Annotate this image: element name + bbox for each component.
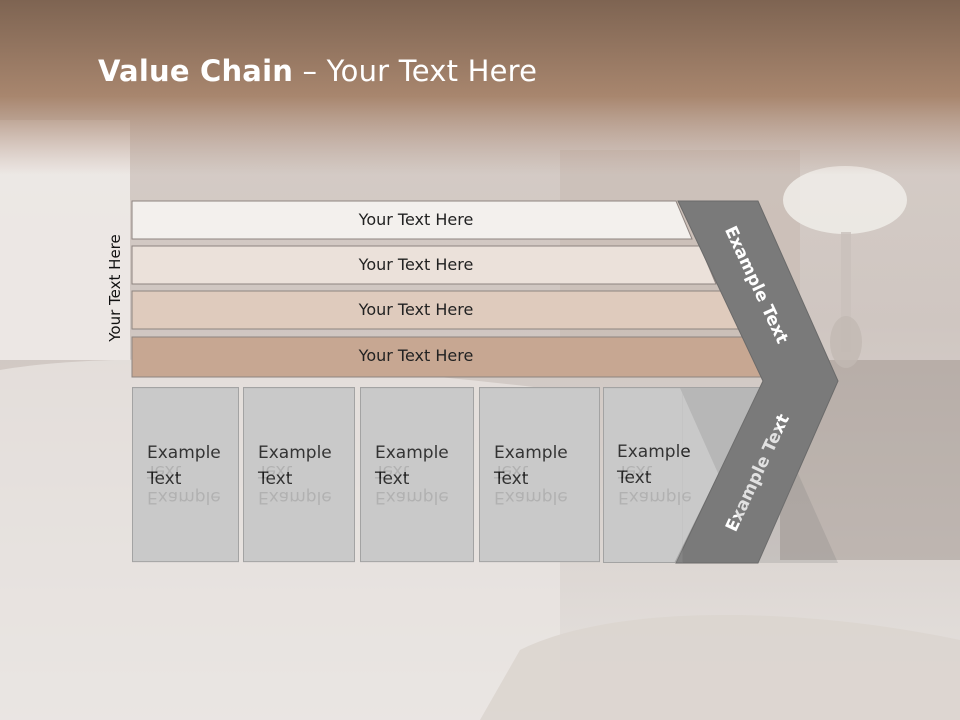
activity-box-5-line1: Example [617, 442, 691, 462]
title-bold: Value Chain [98, 54, 294, 88]
activity-box-1-line1: Example [147, 443, 221, 463]
activity-box-3-line1: Example [375, 443, 449, 463]
activity-box-4-line1: Example [494, 443, 568, 463]
bar-1-label: Your Text Here [358, 210, 474, 229]
title-rest: – Your Text Here [293, 54, 538, 88]
activity-box-1-line2: Text [147, 469, 182, 489]
activity-box-5-line2: Text [617, 468, 652, 488]
activity-box-3-line2: Text [375, 469, 410, 489]
bar-4-label: Your Text Here [358, 346, 474, 365]
bar-2-shape [131, 245, 717, 285]
activity-box-4-line2: Text [494, 469, 529, 489]
bar-2-label: Your Text Here [358, 255, 474, 274]
activity-box-2-line1: Example [258, 443, 332, 463]
activity-box-2-line2: Text [258, 469, 293, 489]
activity-box-5-shape [603, 387, 763, 563]
bar-1-shape [131, 200, 693, 240]
slide-title: Value Chain – Your Text Here [98, 54, 537, 88]
bar-3-label: Your Text Here [358, 300, 474, 319]
